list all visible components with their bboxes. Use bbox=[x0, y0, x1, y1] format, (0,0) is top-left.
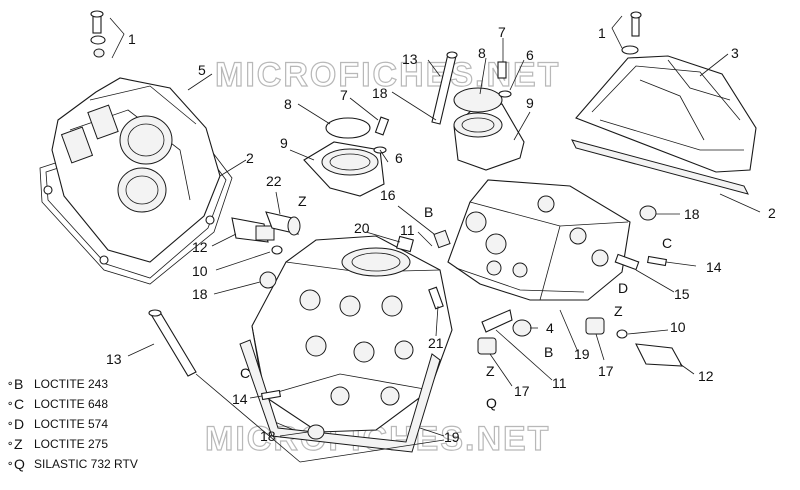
callout-11-mid: 11 bbox=[400, 222, 415, 238]
callout-6-mid: 6 bbox=[395, 150, 403, 166]
legend-label: LOCTITE 648 bbox=[34, 397, 109, 411]
adhesive-legend: ⚬ B LOCTITE 243 ⚬ C LOCTITE 648 ⚬ D LOCT… bbox=[6, 374, 138, 474]
callout-17-mid: 17 bbox=[514, 383, 530, 399]
marker-D: D bbox=[618, 280, 628, 296]
callout-14-left: 14 bbox=[232, 391, 248, 407]
callout-18-top: 18 bbox=[372, 85, 388, 101]
drop-icon: ⚬ bbox=[6, 458, 15, 470]
callout-19-right: 19 bbox=[574, 346, 590, 362]
small-fittings bbox=[259, 205, 668, 440]
bracket-1-right bbox=[611, 15, 623, 49]
callout-9-left: 9 bbox=[280, 135, 288, 151]
callout-7-top: 7 bbox=[498, 24, 506, 40]
watermark-top: MICROFICHES.NET bbox=[215, 56, 560, 94]
bracket-1-left bbox=[109, 17, 125, 59]
legend-row-b: ⚬ B LOCTITE 243 bbox=[6, 374, 138, 394]
sensor-right-12 bbox=[616, 329, 683, 367]
legend-row-c: ⚬ C LOCTITE 648 bbox=[6, 394, 138, 414]
intake-manifold-right bbox=[453, 87, 525, 171]
drop-icon: ⚬ bbox=[6, 418, 15, 430]
callout-8-top: 8 bbox=[478, 45, 486, 61]
cylinder-head-right bbox=[447, 179, 631, 301]
callout-10-right: 10 bbox=[670, 319, 686, 335]
drop-icon: ⚬ bbox=[6, 398, 15, 410]
legend-code: B bbox=[14, 376, 24, 392]
callout-4: 4 bbox=[546, 320, 554, 336]
callout-labels: 1 1 2 2 3 4 5 6 6 7 7 8 8 9 9 10 10 11 1… bbox=[106, 24, 776, 445]
marker-Z-mid: Z bbox=[486, 363, 495, 379]
right-valve-cover bbox=[571, 55, 757, 195]
legend-label: LOCTITE 243 bbox=[34, 377, 109, 391]
callout-9-right: 9 bbox=[526, 95, 534, 111]
callout-21: 21 bbox=[428, 335, 444, 351]
callout-14-right: 14 bbox=[706, 259, 722, 275]
long-bolt-top bbox=[431, 51, 458, 125]
legend-row-z: ⚬ Z LOCTITE 275 bbox=[6, 434, 138, 454]
callout-18-left: 18 bbox=[192, 286, 208, 302]
marker-C-right: C bbox=[662, 235, 672, 251]
legend-code: Z bbox=[14, 436, 23, 452]
marker-B-bottom: B bbox=[544, 344, 553, 360]
callout-2-left: 2 bbox=[246, 150, 254, 166]
legend-code: Q bbox=[14, 456, 25, 472]
callout-19-bottom: 19 bbox=[444, 429, 460, 445]
legend-label: LOCTITE 574 bbox=[34, 417, 109, 431]
callout-2-right: 2 bbox=[768, 205, 776, 221]
callout-7-mid: 7 bbox=[340, 87, 348, 103]
callout-15: 15 bbox=[674, 286, 690, 302]
legend-label: LOCTITE 275 bbox=[34, 437, 109, 451]
cylinder-head-left bbox=[251, 235, 453, 441]
adhesive-markers: B B C C D Z Z Z Q bbox=[240, 193, 672, 411]
callout-6-top: 6 bbox=[526, 47, 534, 63]
left-valve-cover bbox=[39, 77, 233, 285]
callout-1-right: 1 bbox=[598, 25, 606, 41]
callout-17-right: 17 bbox=[598, 363, 614, 379]
legend-label: SILASTIC 732 RTV bbox=[34, 457, 138, 471]
callout-18-right: 18 bbox=[684, 206, 700, 222]
screw-washer-right bbox=[621, 11, 642, 55]
callout-16: 16 bbox=[380, 187, 396, 203]
legend-code: D bbox=[14, 416, 25, 432]
marker-C-left: C bbox=[240, 365, 250, 381]
temperature-sensor-left bbox=[231, 217, 283, 255]
callout-13-top: 13 bbox=[402, 51, 418, 67]
callout-3: 3 bbox=[731, 45, 739, 61]
callout-20: 20 bbox=[354, 220, 370, 236]
callout-8-mid: 8 bbox=[284, 96, 292, 112]
legend-code: C bbox=[14, 396, 25, 412]
head-gasket-19 bbox=[239, 339, 441, 453]
drop-icon: ⚬ bbox=[6, 378, 15, 390]
marker-B-top: B bbox=[424, 204, 433, 220]
callout-12-left: 12 bbox=[192, 239, 208, 255]
callout-12-right: 12 bbox=[698, 368, 714, 384]
screw-washer-left bbox=[90, 10, 106, 58]
legend-row-d: ⚬ D LOCTITE 574 bbox=[6, 414, 138, 434]
intake-manifold-left bbox=[303, 117, 385, 197]
marker-Z-right: Z bbox=[614, 303, 623, 319]
marker-Q: Q bbox=[486, 395, 497, 411]
marker-Z-left: Z bbox=[298, 193, 307, 209]
callout-10-left: 10 bbox=[192, 263, 208, 279]
callout-22: 22 bbox=[266, 173, 282, 189]
callout-1-left: 1 bbox=[128, 31, 136, 47]
spark-plug-adapter-22 bbox=[265, 211, 301, 236]
callout-5: 5 bbox=[198, 62, 206, 78]
callout-11-bottom: 11 bbox=[552, 375, 567, 391]
callout-18-bottom: 18 bbox=[260, 428, 276, 444]
leader-lines bbox=[127, 38, 761, 463]
drop-icon: ⚬ bbox=[6, 438, 15, 450]
callout-13-left: 13 bbox=[106, 351, 122, 367]
long-bolt-left bbox=[148, 309, 197, 377]
legend-row-q: ⚬ Q SILASTIC 732 RTV bbox=[6, 454, 138, 474]
